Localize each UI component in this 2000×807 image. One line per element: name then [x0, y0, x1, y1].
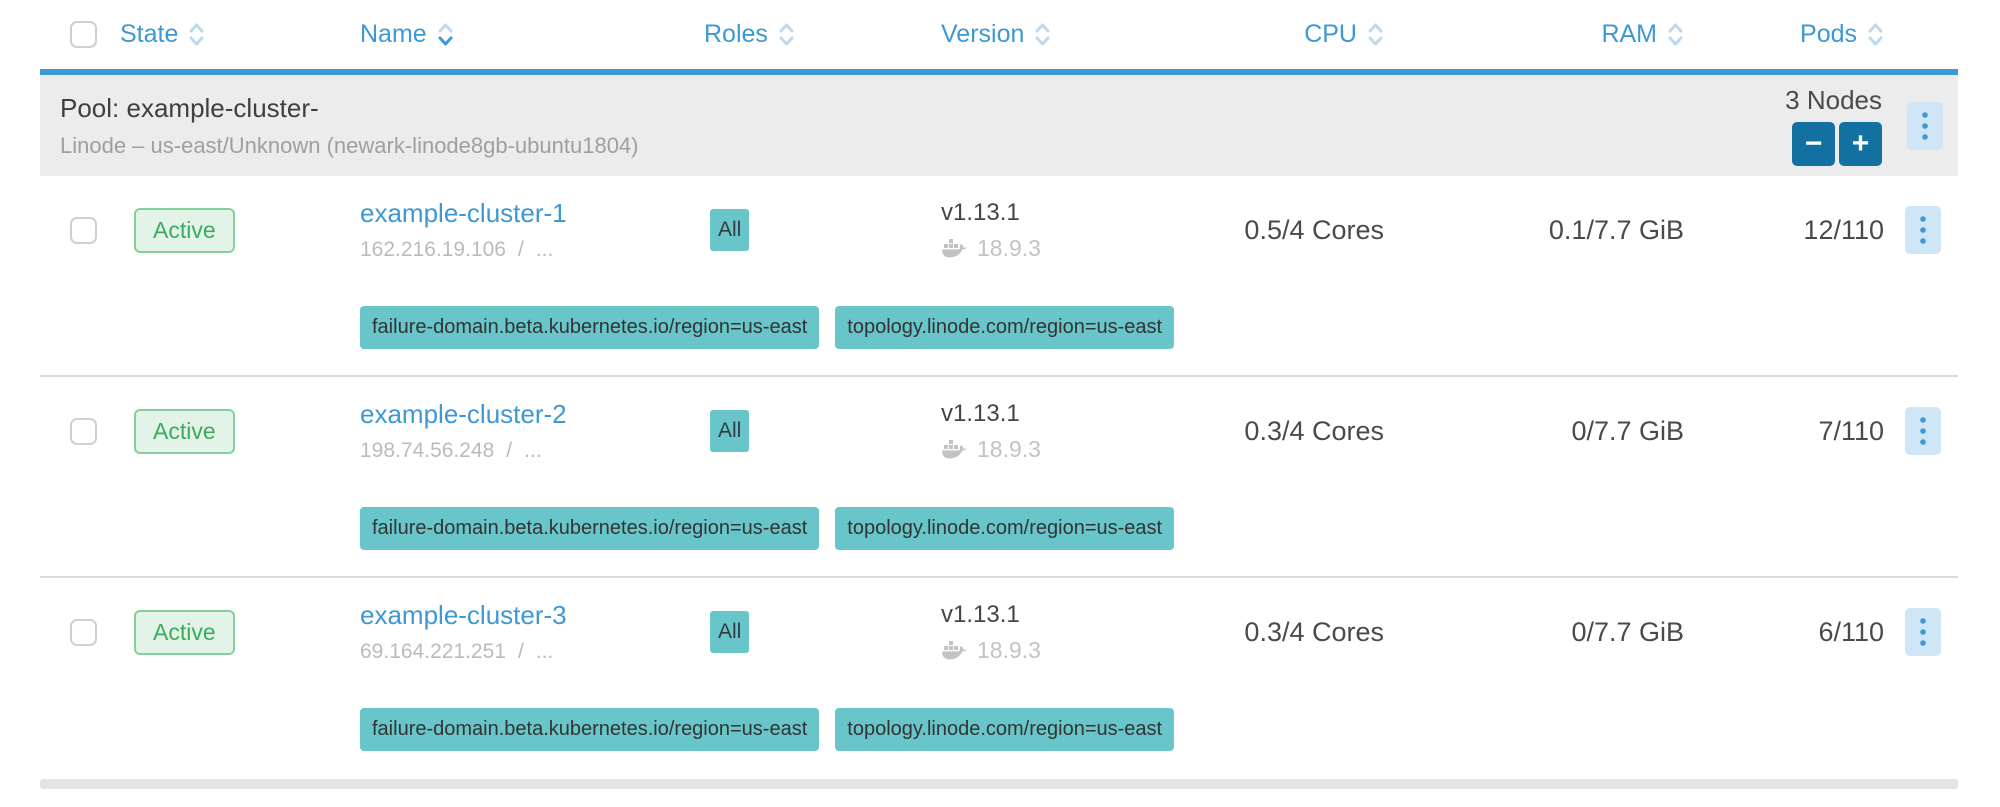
- pool-menu-button[interactable]: [1907, 101, 1943, 150]
- pods-value: 7/110: [1818, 415, 1884, 446]
- pool-group-row: Pool: example-cluster- Linode – us-east/…: [40, 75, 1958, 176]
- column-header-roles-label: Roles: [704, 20, 768, 48]
- node-labels: failure-domain.beta.kubernetes.io/region…: [360, 708, 1958, 751]
- column-header-name-label: Name: [360, 20, 427, 48]
- row-divider: [40, 375, 1958, 377]
- label-tag: failure-domain.beta.kubernetes.io/region…: [360, 306, 820, 349]
- column-header-version[interactable]: Version: [935, 20, 1150, 49]
- address-ellipsis: ...: [535, 640, 554, 663]
- node-ip: 162.216.19.106: [360, 238, 506, 261]
- status-badge: Active: [134, 408, 235, 454]
- kebab-icon: [1920, 216, 1926, 244]
- pool-node-count: 3 Nodes: [1785, 85, 1882, 115]
- node-labels: failure-domain.beta.kubernetes.io/region…: [360, 507, 1958, 550]
- column-header-cpu[interactable]: CPU: [1150, 20, 1390, 49]
- address-ellipsis: ...: [524, 439, 542, 462]
- kubernetes-version: v1.13.1: [941, 399, 1020, 427]
- node-labels: failure-domain.beta.kubernetes.io/region…: [360, 306, 1958, 349]
- table-bottom-divider: [40, 779, 1958, 789]
- column-header-pods-label: Pods: [1800, 20, 1857, 48]
- table-row: Active example-cluster-3 69.164.221.251 …: [40, 578, 1958, 777]
- docker-version: 18.9.3: [977, 636, 1041, 663]
- docker-version: 18.9.3: [977, 435, 1041, 462]
- table-row: Active example-cluster-2 198.74.56.248 /…: [40, 377, 1958, 576]
- node-ip: 198.74.56.248: [360, 439, 495, 462]
- label-tag: topology.linode.com/region=us-east: [835, 507, 1175, 550]
- column-header-state[interactable]: State: [110, 20, 345, 49]
- column-header-ram[interactable]: RAM: [1390, 20, 1688, 49]
- kebab-icon: [1920, 417, 1926, 445]
- address-ellipsis: ...: [535, 238, 554, 261]
- node-name-link[interactable]: example-cluster-3: [360, 600, 567, 630]
- docker-version: 18.9.3: [977, 234, 1041, 261]
- kubernetes-version: v1.13.1: [941, 198, 1020, 226]
- sort-icon[interactable]: [778, 21, 795, 48]
- pods-value: 6/110: [1818, 616, 1884, 647]
- docker-icon: [942, 641, 969, 660]
- column-header-cpu-label: CPU: [1304, 20, 1357, 48]
- node-address: 69.164.221.251 / ...: [360, 640, 567, 664]
- pool-scale-controls: 3 Nodes − +: [1785, 85, 1882, 166]
- address-separator: /: [517, 640, 524, 663]
- docker-icon: [942, 239, 969, 258]
- address-separator: /: [506, 439, 513, 462]
- row-checkbox[interactable]: [70, 618, 97, 646]
- kubernetes-version: v1.13.1: [941, 600, 1020, 628]
- kebab-icon: [1922, 111, 1928, 140]
- sort-icon-active-desc[interactable]: [437, 21, 454, 48]
- cpu-value: 0.3/4 Cores: [1244, 415, 1384, 446]
- role-badge: All: [710, 410, 750, 452]
- row-checkbox[interactable]: [70, 417, 97, 445]
- label-tag: failure-domain.beta.kubernetes.io/region…: [360, 507, 820, 550]
- cpu-value: 0.5/4 Cores: [1244, 214, 1384, 245]
- column-header-ram-label: RAM: [1601, 20, 1657, 48]
- node-name-link[interactable]: example-cluster-2: [360, 399, 567, 429]
- table-header-row: State Name Roles Version CPU RAM Pods: [40, 0, 1958, 75]
- ram-value: 0.1/7.7 GiB: [1548, 214, 1684, 245]
- column-header-roles[interactable]: Roles: [700, 20, 935, 49]
- node-name-link[interactable]: example-cluster-1: [360, 198, 567, 228]
- address-separator: /: [517, 238, 524, 261]
- row-divider: [40, 576, 1958, 578]
- status-badge: Active: [134, 609, 235, 655]
- scale-buttons: − +: [1792, 122, 1882, 166]
- pool-title: Pool: example-cluster-: [60, 92, 319, 123]
- column-header-name[interactable]: Name: [345, 20, 700, 49]
- node-address: 198.74.56.248 / ...: [360, 439, 567, 463]
- kebab-icon: [1920, 618, 1926, 646]
- role-badge: All: [710, 611, 750, 653]
- row-menu-button[interactable]: [1905, 206, 1941, 254]
- sort-icon[interactable]: [188, 21, 205, 48]
- sort-icon[interactable]: [1034, 21, 1051, 48]
- sort-icon[interactable]: [1867, 21, 1884, 48]
- role-badge: All: [710, 209, 750, 251]
- scale-up-button[interactable]: +: [1839, 122, 1882, 166]
- label-tag: topology.linode.com/region=us-east: [835, 306, 1175, 349]
- row-menu-button[interactable]: [1905, 608, 1941, 656]
- label-tag: topology.linode.com/region=us-east: [835, 708, 1175, 751]
- node-ip: 69.164.221.251: [360, 640, 506, 663]
- status-badge: Active: [134, 207, 235, 253]
- row-menu-button[interactable]: [1905, 407, 1941, 455]
- table-row: Active example-cluster-1 162.216.19.106 …: [40, 176, 1958, 375]
- ram-value: 0/7.7 GiB: [1571, 616, 1684, 647]
- label-tag: failure-domain.beta.kubernetes.io/region…: [360, 708, 820, 751]
- nodes-table: State Name Roles Version CPU RAM Pods: [40, 0, 1958, 789]
- pool-info: Pool: example-cluster- Linode – us-east/…: [60, 93, 1785, 159]
- select-all-checkbox[interactable]: [70, 21, 97, 48]
- column-header-state-label: State: [120, 20, 179, 48]
- pool-subtitle: Linode – us-east/Unknown (newark-linode8…: [60, 132, 639, 158]
- pods-value: 12/110: [1803, 214, 1884, 245]
- sort-icon[interactable]: [1667, 21, 1684, 48]
- header-select-all-cell: [40, 21, 110, 48]
- docker-icon: [942, 440, 969, 459]
- row-checkbox[interactable]: [70, 216, 97, 244]
- sort-icon[interactable]: [1367, 21, 1384, 48]
- column-header-pods[interactable]: Pods: [1688, 20, 1888, 49]
- ram-value: 0/7.7 GiB: [1571, 415, 1684, 446]
- node-address: 162.216.19.106 / ...: [360, 238, 567, 262]
- cpu-value: 0.3/4 Cores: [1244, 616, 1384, 647]
- scale-down-button[interactable]: −: [1792, 122, 1835, 166]
- column-header-version-label: Version: [941, 20, 1025, 48]
